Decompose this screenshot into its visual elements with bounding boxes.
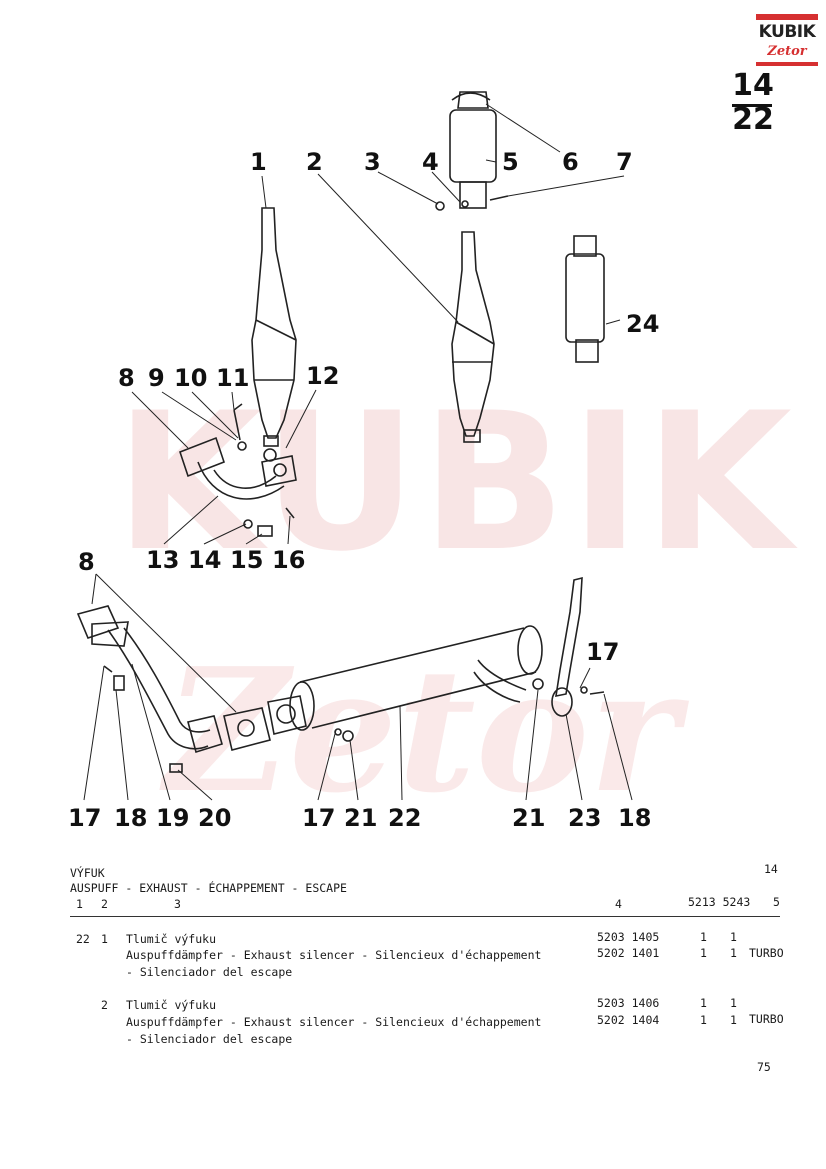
row-pos: 1 — [101, 932, 108, 946]
row-qty-5243: 1 — [730, 996, 737, 1010]
row-fig: 22 — [76, 932, 90, 946]
row-part: 5203 1406 — [597, 996, 660, 1010]
row-desc: Tlumič výfuku — [126, 932, 217, 946]
logo-brand: Zetor — [767, 44, 807, 59]
small-hardware — [233, 195, 509, 537]
col-3-header: 3 — [174, 897, 181, 911]
logo-bar-top — [756, 14, 818, 20]
row-desc: - Silenciador del escape — [126, 965, 293, 979]
leader-lines — [83, 103, 633, 801]
row-part: 5202 1404 — [597, 1013, 660, 1027]
row-qty-5243: 1 — [730, 930, 737, 944]
header-rule — [70, 916, 780, 917]
row-desc: Tlumič výfuku — [126, 998, 217, 1012]
callout-12: 12 — [306, 362, 339, 390]
row-part: 5203 1405 — [597, 930, 660, 944]
callout-17-a: 17 — [68, 804, 101, 832]
row-desc: Auspuffdämpfer - Exhaust silencer - Sile… — [126, 1015, 542, 1029]
row-qty-5213: 1 — [700, 946, 707, 960]
row-note: TURBO — [749, 946, 784, 960]
row-qty-5243: 1 — [730, 1013, 737, 1027]
col-5-header: 5 — [773, 895, 780, 909]
group-title-cz: VÝFUK — [70, 866, 105, 880]
callout-9: 9 — [148, 364, 165, 392]
callout-17-right: 17 — [586, 638, 619, 666]
muffler-22 — [267, 625, 544, 742]
row-qty-5243: 1 — [730, 946, 737, 960]
silencer-1 — [251, 207, 297, 447]
callout-2: 2 — [306, 148, 323, 176]
callout-8-lower: 8 — [78, 548, 95, 576]
callout-21-c: 21 — [512, 804, 545, 832]
callout-3: 3 — [364, 148, 381, 176]
callout-18-a: 18 — [114, 804, 147, 832]
callout-24: 24 — [626, 310, 659, 338]
watermark: KUBIK Zetor — [115, 372, 798, 831]
page-number: 75 — [757, 1060, 771, 1074]
callout-15: 15 — [230, 546, 263, 574]
row-part: 5202 1401 — [597, 946, 660, 960]
callout-6: 6 — [562, 148, 579, 176]
group-ref: 14 — [732, 68, 774, 103]
row-qty-5213: 1 — [700, 1013, 707, 1027]
callout-14: 14 — [188, 546, 221, 574]
watermark-word: KUBIK — [115, 372, 798, 593]
bracket-23 — [551, 576, 605, 717]
callout-numbers: 1 2 3 4 5 6 7 8 9 10 11 12 13 14 15 16 2… — [68, 148, 659, 832]
col-1-header: 1 — [76, 897, 83, 911]
elbow-pipe-13 — [179, 436, 297, 500]
row-qty-5213: 1 — [700, 996, 707, 1010]
callout-7: 7 — [616, 148, 633, 176]
row-pos: 2 — [101, 998, 108, 1012]
logo-word: KUBIK — [758, 22, 816, 42]
callout-16: 16 — [272, 546, 305, 574]
callout-4: 4 — [422, 148, 439, 176]
callout-18-c: 18 — [618, 804, 651, 832]
figure-ref: 22 — [732, 102, 774, 137]
lower-pipe-19 — [76, 605, 223, 773]
part-5-canister — [449, 91, 497, 209]
col-4-header: 4 — [615, 897, 622, 911]
ref-divider — [732, 104, 772, 107]
watermark-brand: Zetor — [159, 631, 689, 831]
exhaust-diagram: KUBIK Zetor — [68, 91, 798, 832]
callout-19: 19 — [156, 804, 189, 832]
callout-11: 11 — [216, 364, 249, 392]
callout-8: 8 — [118, 364, 135, 392]
callout-20: 20 — [198, 804, 231, 832]
callout-23: 23 — [568, 804, 601, 832]
row-note: TURBO — [749, 1012, 784, 1026]
flange-20 — [223, 707, 271, 751]
callout-1: 1 — [250, 148, 267, 176]
group-number: 14 — [764, 862, 778, 876]
row-qty-5213: 1 — [700, 930, 707, 944]
row-desc: - Silenciador del escape — [126, 1032, 293, 1046]
logo-bar-bottom — [756, 62, 818, 66]
callout-10: 10 — [174, 364, 207, 392]
part-24-canister — [565, 235, 605, 363]
callout-21-b: 21 — [344, 804, 377, 832]
callout-5: 5 — [502, 148, 519, 176]
kubik-zetor-logo: KUBIK Zetor — [756, 14, 818, 72]
col-2-header: 2 — [101, 897, 108, 911]
callout-17-b: 17 — [302, 804, 335, 832]
silencer-2 — [451, 231, 495, 443]
models-header: 5213 5243 — [688, 895, 751, 909]
callout-22: 22 — [388, 804, 421, 832]
row-desc: Auspuffdämpfer - Exhaust silencer - Sile… — [126, 948, 542, 962]
group-title-multi: AUSPUFF - EXHAUST - ÉCHAPPEMENT - ESCAPE — [70, 881, 347, 895]
callout-13: 13 — [146, 546, 179, 574]
